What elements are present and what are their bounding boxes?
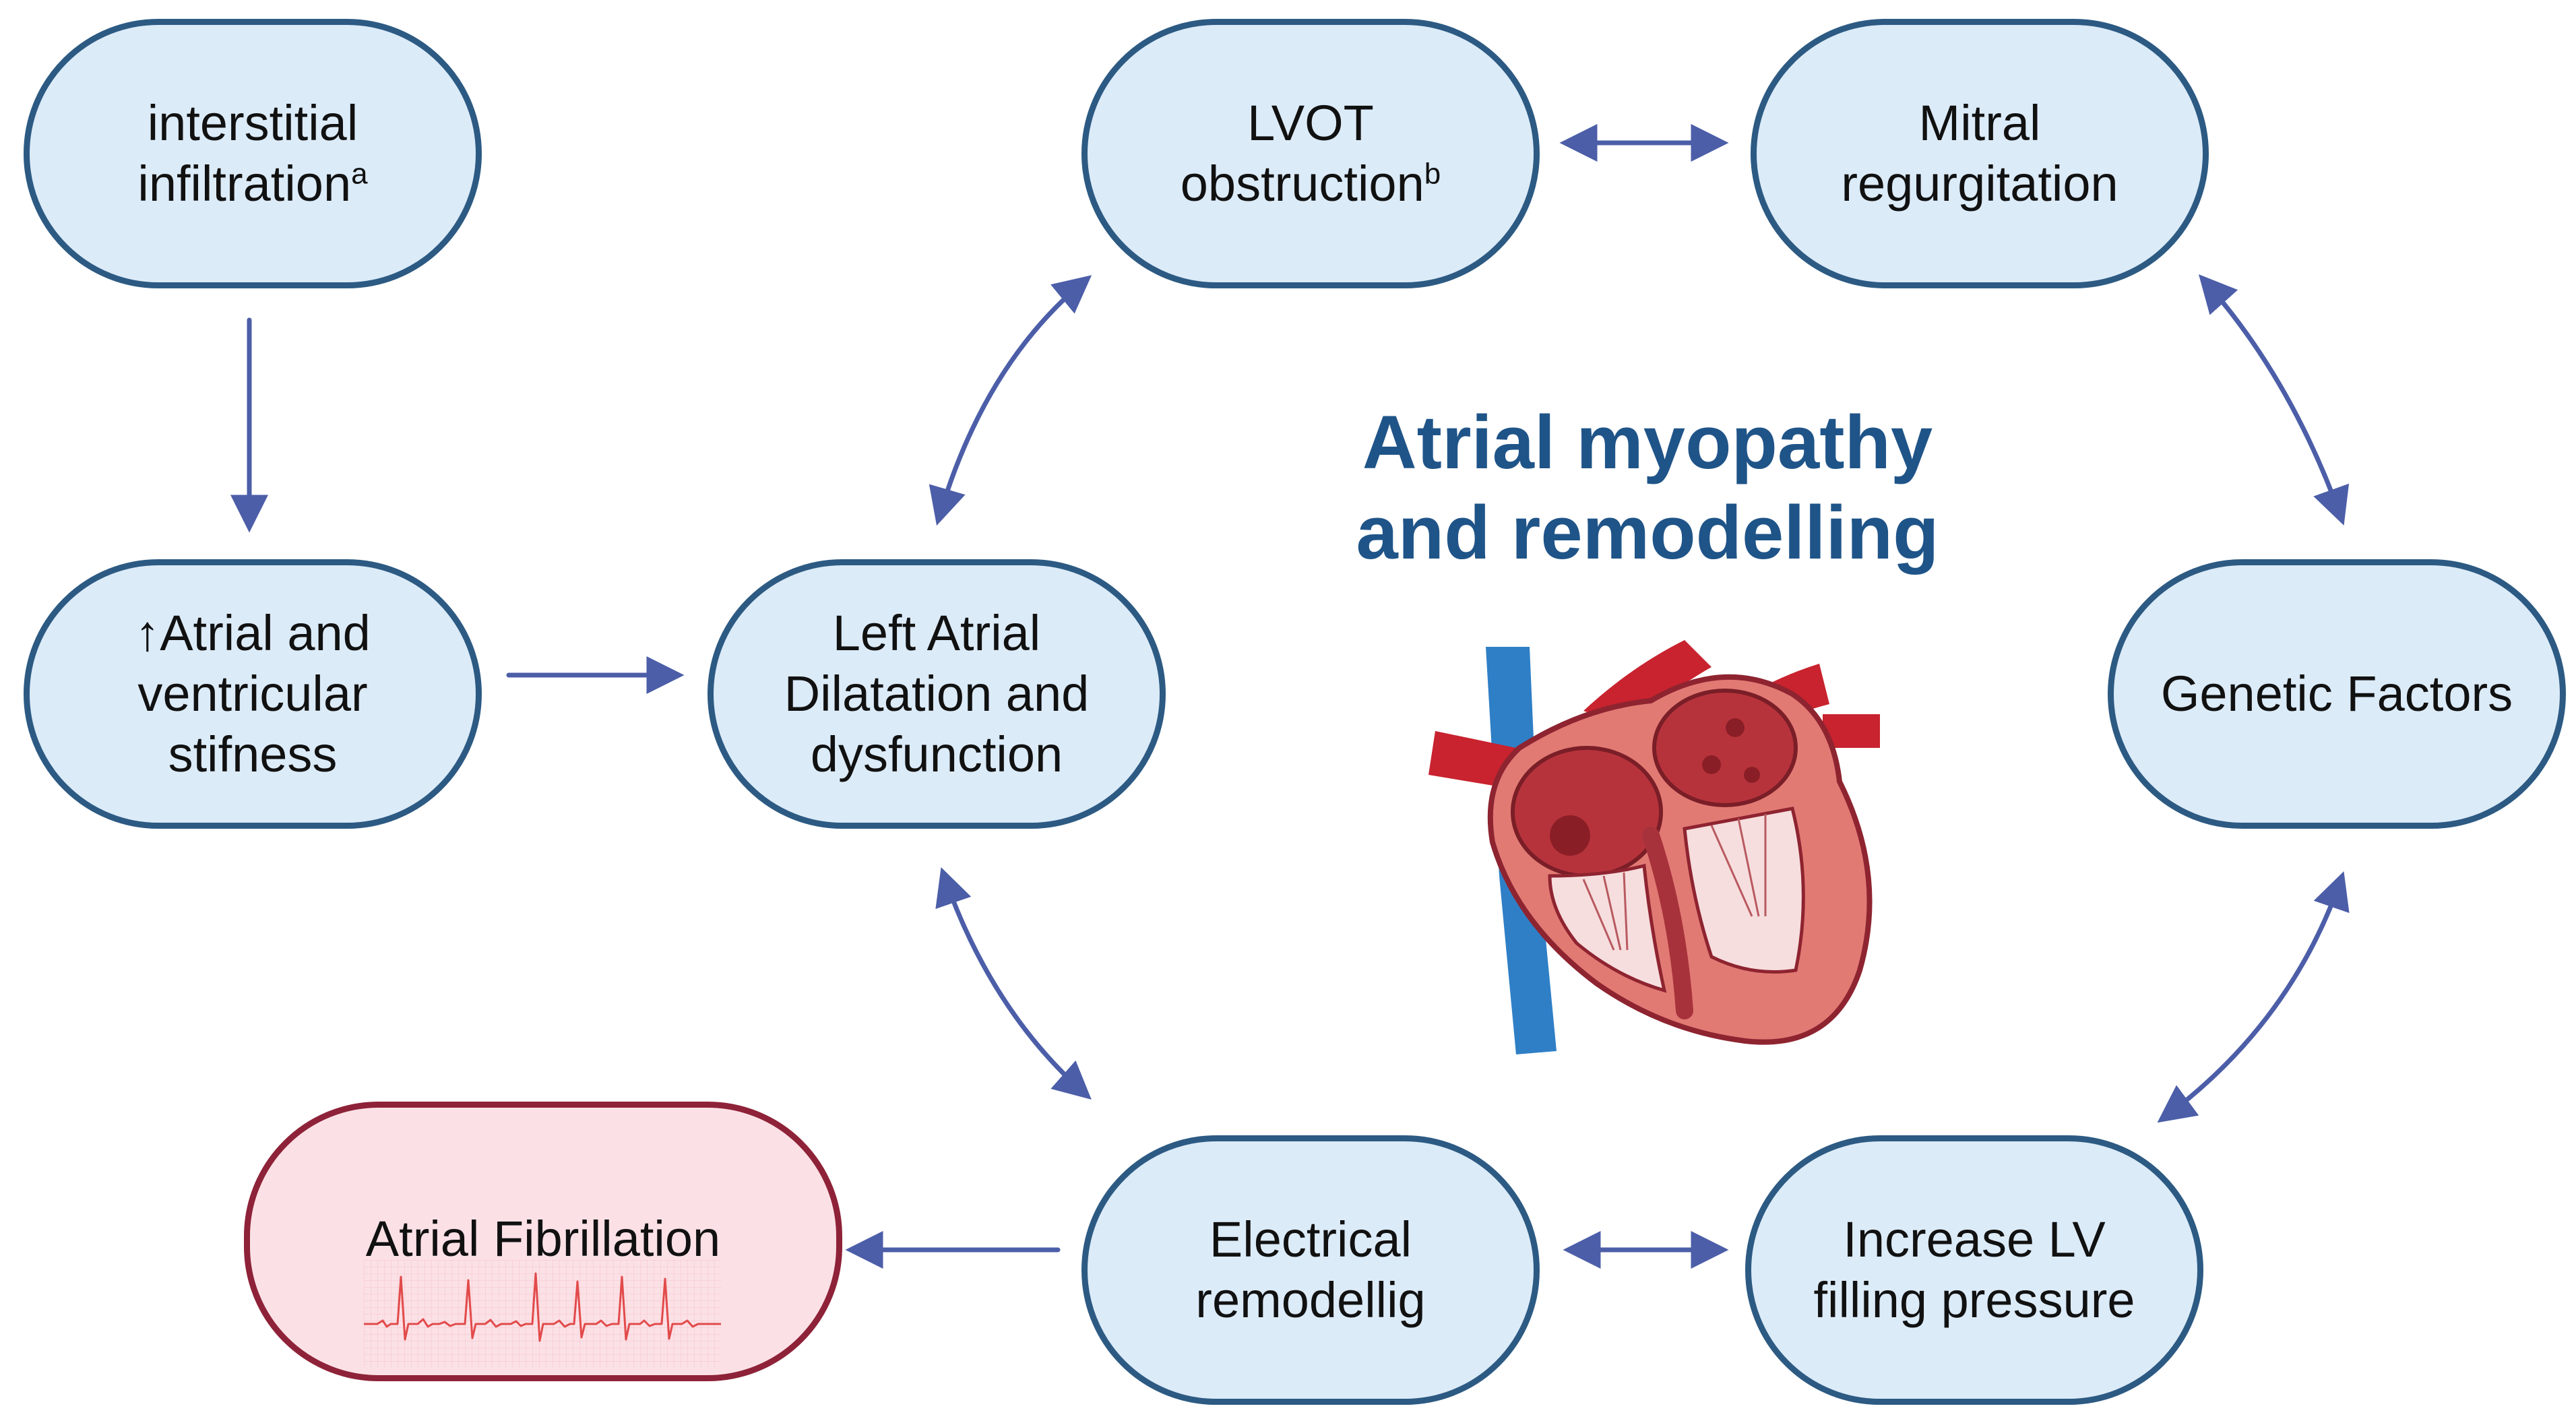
mitral-regurgitation-node: Mitral regurgitation (1751, 19, 2209, 288)
node-text-line: dysfunction (810, 726, 1063, 782)
node-text-line: interstitial (147, 95, 358, 151)
node-text-line: obstruction (1180, 156, 1424, 212)
arrow-genetic-lv-filling (2157, 871, 2350, 1123)
footnote-marker: a (351, 157, 368, 191)
stiffness-node: ↑Atrial and ventricular stifness (24, 559, 482, 829)
title-line-2: and remodelling (1356, 491, 1939, 575)
heart-cross-section-icon (1428, 640, 1880, 1054)
node-text-line: stifness (168, 726, 338, 782)
lvot-obstruction-node: LVOT obstructionb (1081, 19, 1540, 288)
node-text-line: Genetic Factors (2160, 666, 2513, 722)
node-text-line: infiltration (137, 156, 352, 212)
node-text-line: LVOT (1247, 95, 1374, 151)
lv-filling-pressure-node: Increase LV filling pressure (1745, 1135, 2203, 1405)
node-text-line: Increase LV (1843, 1211, 2106, 1267)
diagram-title: Atrial myopathy and remodelling (1307, 398, 1988, 578)
atrial-fibrillation-node: Atrial Fibrillation (244, 1102, 842, 1381)
ecg-trace-icon (364, 1260, 721, 1368)
arrow-left-atrial-electrical (935, 867, 1092, 1100)
node-text-line: Dilatation and (784, 666, 1090, 722)
node-text-line: Electrical (1209, 1211, 1412, 1267)
node-text-line: ventricular (137, 666, 368, 722)
arrow-mitral-genetic (2198, 274, 2350, 526)
arrow-left-atrial-lvot (929, 275, 1092, 526)
node-text-line: ↑Atrial and (135, 605, 371, 661)
genetic-factors-node: Genetic Factors (2108, 559, 2566, 829)
node-text-line: remodellig (1195, 1272, 1426, 1328)
title-line-1: Atrial myopathy (1362, 400, 1933, 484)
interstitial-infiltration-node: interstitial infiltrationa (24, 19, 482, 288)
node-text-line: Left Atrial (832, 605, 1041, 661)
node-text-line: regurgitation (1841, 156, 2118, 212)
electrical-remodelling-node: Electrical remodellig (1081, 1135, 1540, 1405)
footnote-marker: b (1424, 157, 1441, 191)
node-text-line: Mitral (1918, 95, 2041, 151)
node-text-line: filling pressure (1813, 1272, 2135, 1328)
left-atrial-dilatation-node: Left Atrial Dilatation and dysfunction (708, 559, 1166, 829)
node-text-line: Atrial Fibrillation (365, 1211, 721, 1267)
